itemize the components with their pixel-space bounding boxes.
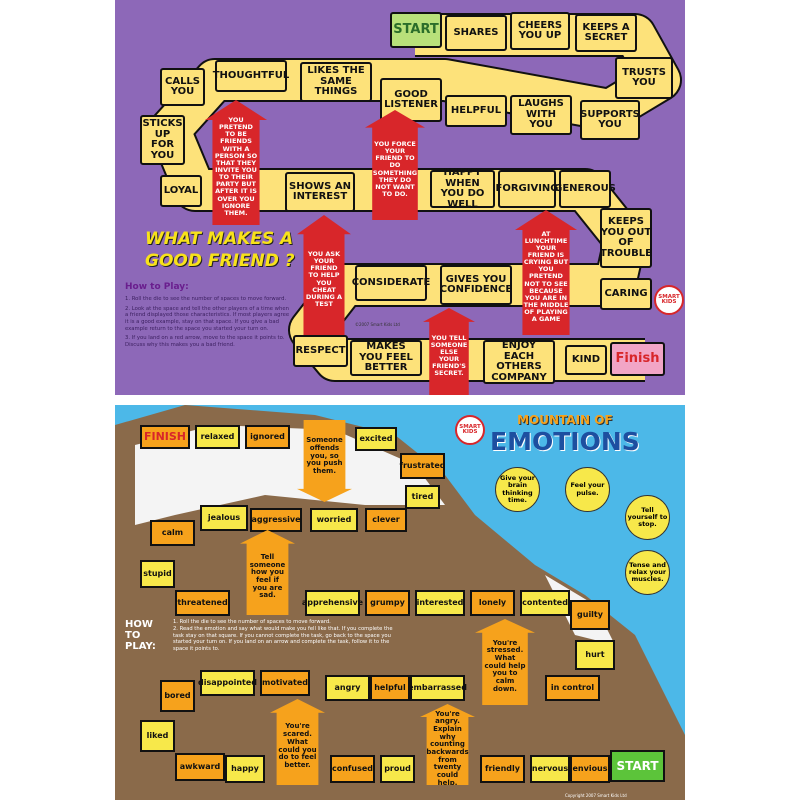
- red-arrow: AT LUNCHTIME YOUR FRIEND IS CRYING BUT Y…: [515, 210, 577, 335]
- tip-bubble: Tell yourself to stop.: [625, 495, 670, 540]
- red-arrow: YOU FORCE YOUR FRIEND TO DO SOMETHING TH…: [365, 110, 425, 220]
- board-space: disappointed: [198, 670, 257, 696]
- tip-bubble: Feel your pulse.: [565, 467, 610, 512]
- game-title: MOUNTAIN OF EMOTIONS: [490, 413, 640, 456]
- board-space: calm: [150, 520, 195, 546]
- board-space: STICKS UP FOR YOU: [140, 115, 185, 165]
- how-to-play-heading: HOW TO PLAY:: [125, 619, 156, 652]
- board-space: ENJOY EACH OTHERS COMPANY: [483, 340, 555, 384]
- board-space: LAUGHS WITH YOU: [510, 95, 572, 135]
- board-space: SHOWS AN INTEREST: [285, 172, 355, 212]
- smart-kids-logo: SMART KIDS: [654, 285, 684, 315]
- board-space: LIKES THE SAME THINGS: [300, 62, 372, 102]
- board-space: jealous: [200, 505, 248, 531]
- board-space: aggressive: [250, 508, 302, 532]
- board-space: tired: [405, 485, 440, 509]
- board-space: KEEPS A SECRET: [575, 14, 637, 52]
- tip-bubble: Tense and relax your muscles.: [625, 550, 670, 595]
- red-arrow: YOU ASK YOUR FRIEND TO HELP YOU CHEAT DU…: [297, 215, 351, 335]
- board-space: excited: [355, 427, 397, 451]
- how-to-play-step: 1. Roll the die to see the number of spa…: [125, 296, 287, 303]
- board-space: HAPPY WHEN YOU DO WELL: [430, 167, 495, 209]
- board-space: worried: [310, 508, 358, 532]
- board-space: envious: [570, 755, 610, 783]
- board-space: in control: [545, 675, 600, 701]
- arrow-space: Tell someone how you feel if you are sad…: [240, 530, 295, 615]
- board-space: bored: [160, 680, 195, 712]
- how-to-play: How to Play: 1. Roll the die to see the …: [125, 282, 290, 352]
- how-to-play-step: 2. Look at the space and tell the other …: [125, 305, 290, 332]
- board-space: grumpy: [365, 590, 410, 616]
- board-space: SUPPORTS YOU: [580, 100, 640, 140]
- board-space: HELPFUL: [445, 95, 507, 127]
- board-space: lonely: [470, 590, 515, 616]
- board-space: contented: [520, 590, 570, 616]
- board-space: TRUSTS YOU: [615, 57, 673, 99]
- arrow-space: You're angry. Explain why counting backw…: [420, 704, 475, 785]
- board-space: MAKES YOU FEEL BETTER: [350, 340, 422, 376]
- board-space: embarrassed: [408, 675, 467, 701]
- board-space: CALLS YOU: [160, 68, 205, 106]
- board-space: stupid: [140, 560, 175, 588]
- board-space: GOOD LISTENER: [380, 78, 442, 122]
- finish-space: Finish: [610, 342, 665, 376]
- board-space: ignored: [245, 425, 290, 449]
- arrow-space: You're scared. What could you do to feel…: [270, 699, 325, 785]
- board-space: SHARES: [445, 15, 507, 51]
- red-arrow: YOU TELL SOMEONE ELSE YOUR FRIEND'S SECR…: [423, 308, 475, 395]
- board-space: RESPECT: [293, 335, 348, 367]
- tip-bubble: Give your brain thinking time.: [495, 467, 540, 512]
- how-to-play-step: 2. Read the emotion and say what would m…: [173, 625, 393, 652]
- board-space: awkward: [175, 753, 225, 781]
- smart-kids-logo: SMART KIDS: [455, 415, 485, 445]
- how-to-play: HOW TO PLAY: 1. Roll the die to see the …: [125, 619, 393, 653]
- copyright: Copyright 2007 Smart Kids Ltd: [565, 793, 627, 798]
- board-space: hurt: [575, 640, 615, 670]
- board-space: clever: [365, 508, 407, 532]
- game-title: WHAT MAKES A GOOD FRIEND ?: [145, 229, 295, 272]
- board-space: GENEROUS: [554, 170, 616, 208]
- board-space: proud: [380, 755, 415, 783]
- title-line-1: MOUNTAIN OF: [517, 413, 613, 427]
- board-space: THOUGHTFUL: [213, 60, 289, 92]
- board-space: KEEPS YOU OUT OF TROUBLE: [600, 208, 652, 268]
- board-space: motivated: [260, 670, 310, 696]
- board-space: helpful: [370, 675, 410, 701]
- board-space: happy: [225, 755, 265, 783]
- board-space: interested: [415, 590, 465, 616]
- board-space: KIND: [565, 345, 607, 375]
- board-space: angry: [325, 675, 370, 701]
- board-space: liked: [140, 720, 175, 752]
- board-space: apprehensive: [302, 590, 363, 616]
- finish-space: FINISH: [140, 425, 190, 449]
- start-space: START: [390, 12, 442, 48]
- board-space: confused: [330, 755, 375, 783]
- board-space: nervous: [530, 755, 570, 783]
- board-space: frustrated: [399, 453, 446, 479]
- board-space: LOYAL: [160, 175, 202, 207]
- board-space: CARING: [600, 278, 652, 310]
- board-space: guilty: [570, 600, 610, 630]
- arrow-space: You're stressed. What could help you to …: [475, 619, 535, 705]
- how-to-play-step: 3. If you land on a red arrow, move to t…: [125, 335, 285, 348]
- board-space: friendly: [480, 755, 525, 783]
- red-arrow: YOU PRETEND TO BE FRIENDS WITH A PERSON …: [205, 100, 267, 225]
- board-space: CONSIDERATE: [352, 265, 430, 301]
- board-space: threatened: [175, 590, 230, 616]
- board-space: CHEERS YOU UP: [510, 12, 570, 50]
- board-space: relaxed: [195, 425, 240, 449]
- arrow-space: Someone offends you, so you push them.: [297, 420, 352, 502]
- how-to-play-step: 1. Roll the die to see the number of spa…: [173, 619, 331, 625]
- start-space: START: [610, 750, 665, 782]
- board-space: GIVES YOU CONFIDENCE: [440, 265, 512, 305]
- copyright: ©2007 Smart Kids Ltd: [355, 322, 400, 327]
- board-space: FORGIVING: [496, 170, 559, 208]
- how-to-play-heading: How to Play:: [125, 282, 189, 292]
- title-line-2: EMOTIONS: [490, 427, 640, 456]
